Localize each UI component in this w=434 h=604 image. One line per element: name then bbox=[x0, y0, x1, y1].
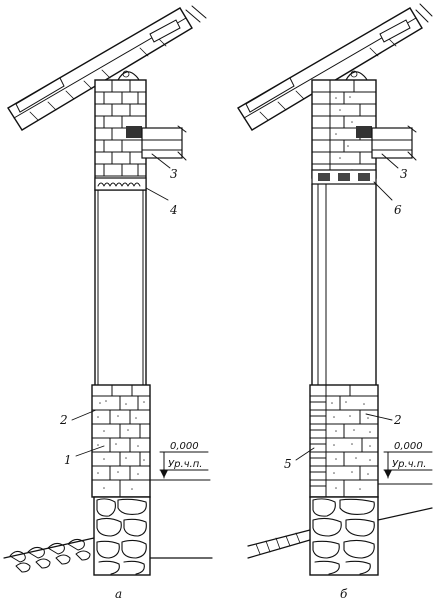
level-label-a: Ур.ч.п. bbox=[168, 459, 202, 470]
callout-5-b: 5 bbox=[284, 457, 292, 471]
level-mark-a: 0,000 Ур.ч.п. bbox=[159, 441, 209, 479]
plinth-brick-a bbox=[91, 384, 151, 498]
callout-1-a: 1 bbox=[64, 453, 72, 467]
plinth-brick-b bbox=[309, 384, 379, 498]
middle-wall-a bbox=[94, 189, 147, 386]
ground-b bbox=[247, 483, 433, 559]
callouts-a: 3 4 2 1 bbox=[59, 153, 178, 467]
roof-rafter-b bbox=[237, 3, 433, 131]
callout-4-a: 4 bbox=[169, 203, 178, 217]
callout-2-a: 2 bbox=[59, 413, 68, 427]
middle-wall-b bbox=[311, 183, 377, 386]
stone-foundation-a bbox=[93, 496, 151, 576]
level-value-b: 0,000 bbox=[394, 441, 423, 452]
level-mark-b: 0,000 Ур.ч.п. bbox=[383, 441, 433, 479]
section-a: 0,000 Ур.ч.п. 3 4 2 1 а bbox=[3, 5, 213, 601]
upper-brick-block-b bbox=[311, 79, 377, 179]
caption-a: а bbox=[115, 587, 122, 601]
band-layer-b bbox=[311, 169, 377, 185]
ceiling-beam-b bbox=[356, 125, 417, 161]
callout-3-a: 3 bbox=[170, 167, 178, 181]
level-value-a: 0,000 bbox=[170, 441, 199, 452]
callout-3-b: 3 bbox=[400, 167, 408, 181]
callout-6-b: 6 bbox=[394, 203, 402, 217]
ceiling-beam-a bbox=[126, 125, 187, 161]
caption-b: б bbox=[340, 587, 348, 601]
section-b: 0,000 Ур.ч.п. 3 6 2 5 б bbox=[237, 3, 433, 601]
ground-a bbox=[3, 479, 213, 573]
roof-rafter-a bbox=[7, 5, 207, 131]
stone-foundation-b bbox=[309, 496, 379, 576]
insulation-layer-a bbox=[94, 177, 147, 191]
callout-2-b: 2 bbox=[393, 413, 402, 427]
level-label-b: Ур.ч.п. bbox=[392, 459, 426, 470]
callouts-b: 3 6 2 5 bbox=[284, 153, 408, 471]
